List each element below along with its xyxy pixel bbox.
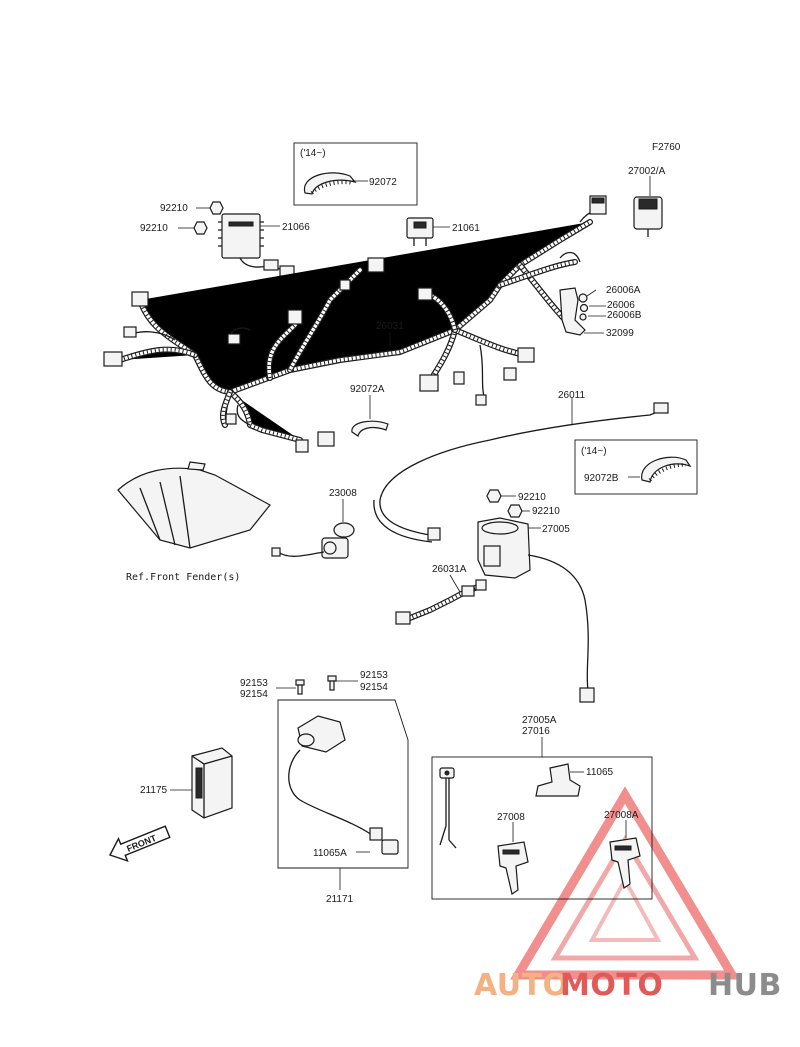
label-92210-d: 92210 [532, 506, 560, 517]
band-92072B-icon [641, 456, 692, 483]
label-21061: 21061 [452, 223, 480, 234]
label-23008: 23008 [329, 488, 357, 499]
label-27008: 27008 [497, 812, 525, 823]
relay-21061-icon [406, 217, 434, 246]
label-92154-b: 92154 [360, 682, 388, 693]
band-92072A-icon [351, 420, 389, 437]
ref-front-fender: Ref.Front Fender(s) [126, 572, 240, 583]
label-92210-c: 92210 [518, 492, 546, 503]
label-21066: 21066 [282, 222, 310, 233]
label-26006: 26006 [607, 300, 635, 311]
watermark-auto: AUTO [474, 968, 569, 1003]
label-26006B: 26006B [607, 310, 642, 321]
label-21171: 21171 [326, 894, 354, 905]
box-27016 [431, 756, 653, 900]
label-92153-b: 92153 [360, 670, 388, 681]
main-harness-26031-icon [103, 195, 607, 453]
nut-92210-b-icon [193, 221, 208, 235]
screw-92153-b-icon [327, 675, 337, 691]
bracket-32099-icon [559, 287, 589, 336]
label-26031A: 26031A [432, 564, 467, 575]
lock-cylinder-icon [439, 767, 457, 849]
label-26031: 26031 [376, 321, 404, 332]
label-92072: 92072 [369, 177, 397, 188]
nut-92210-a-icon [209, 201, 224, 215]
key-27008A-icon [609, 837, 641, 889]
key-27008-icon [497, 841, 529, 895]
label-26011: 26011 [558, 390, 586, 401]
label-21175: 21175 [140, 785, 168, 796]
label-27016: 27016 [522, 726, 550, 737]
label-92072-year: ('14~) [300, 148, 326, 159]
label-92210-b: 92210 [140, 223, 168, 234]
front-arrow-icon: FRONT [109, 825, 171, 863]
regulator-21066-icon [218, 213, 295, 277]
label-11065: 11065 [586, 767, 614, 778]
label-26006A: 26006A [606, 285, 641, 296]
ignition-switch-27005-icon [477, 517, 595, 703]
sensor-21171-icon [288, 715, 399, 855]
label-92153-a: 92153 [240, 678, 268, 689]
label-27005: 27005 [542, 524, 570, 535]
relay-27002-icon [633, 196, 663, 237]
label-27008A: 27008A [604, 810, 639, 821]
label-92154-a: 92154 [240, 689, 268, 700]
sub-harness-26031A-icon [395, 579, 487, 625]
box-92072B [574, 439, 698, 495]
igniter-21175-icon [191, 747, 233, 819]
socket-23008-icon [271, 522, 355, 559]
cable-26011-icon [373, 402, 669, 543]
key-holder-11065-icon [535, 763, 581, 797]
label-11065A: 11065A [313, 848, 347, 859]
label-92072A: 92072A [350, 384, 385, 395]
figure-code: F2760 [652, 142, 681, 153]
watermark-hub: HUB [708, 968, 782, 1003]
watermark-moto: MOTO [560, 968, 663, 1003]
box-21171 [277, 699, 409, 869]
screw-92153-a-icon [295, 679, 305, 695]
nut-92210-d-icon [507, 504, 523, 518]
label-27005A: 27005A [522, 715, 557, 726]
band-92072-icon [303, 172, 357, 195]
label-92072B-year: ('14~) [581, 446, 607, 457]
nut-92210-c-icon [486, 489, 502, 503]
label-32099: 32099 [606, 328, 634, 339]
box-92072 [293, 142, 418, 206]
watermark-text: AUTO MOTO HUB [474, 968, 782, 1003]
label-92210-a: 92210 [160, 203, 188, 214]
label-27002A: 27002/A [628, 166, 666, 177]
label-92072B: 92072B [584, 473, 619, 484]
front-fender-icon [117, 461, 271, 549]
